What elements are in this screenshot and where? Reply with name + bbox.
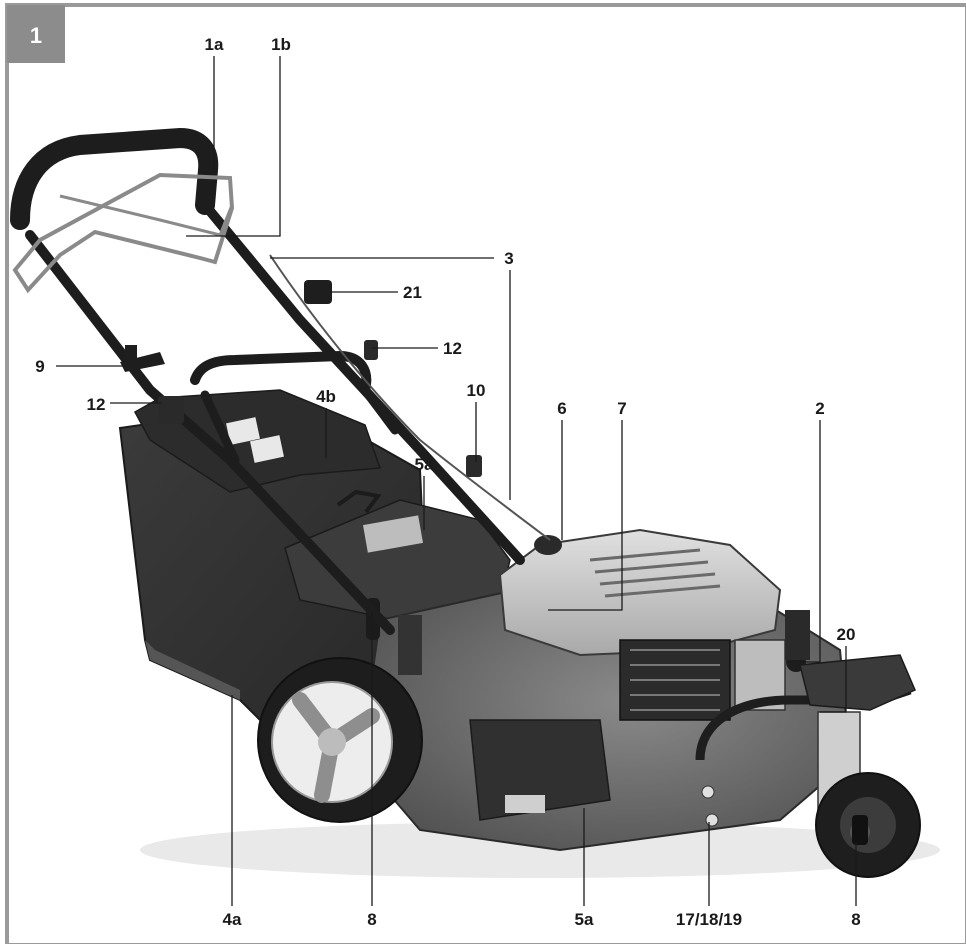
label-7: 7 [617,399,626,418]
label-20: 20 [837,625,856,644]
speed-control-21 [304,280,332,304]
handle-clamp-12-right [364,340,378,360]
label-12-right: 12 [443,339,462,358]
leader-2 [800,420,821,663]
label-4a: 4a [223,910,242,929]
figure-number-badge [7,5,65,63]
handlebar [10,127,525,635]
label-6: 6 [557,399,566,418]
figure-frame [5,3,966,944]
cable-clip-10 [466,455,482,477]
engine-brake-bail [12,172,235,294]
leader-20 [820,646,847,713]
callout-labels: 1a 1b 3 21 12 9 12 4b 10 6 7 2 5a 20 4a … [35,35,860,929]
label-21: 21 [403,283,422,302]
front-carry-handle [695,685,912,761]
leader-7 [548,420,623,611]
leader-lines [56,56,857,906]
lawnmower-illustration [10,127,940,878]
mulching-bolt [701,785,715,799]
height-adjust-lever-front [852,815,868,845]
label-3: 3 [504,249,513,268]
label-17-18-19: 17/18/19 [676,910,742,929]
label-4b: 4b [316,387,336,406]
label-5a-top: 5a [415,455,434,474]
label-10: 10 [467,381,486,400]
label-5a-bottom: 5a [575,910,594,929]
leader-1b [186,56,281,237]
label-9: 9 [35,357,44,376]
oil-cap [534,535,562,555]
label-12-left: 12 [87,395,106,414]
label-1a: 1a [205,35,224,54]
label-2: 2 [815,399,824,418]
figure-number: 1 [30,23,42,48]
label-8-left: 8 [367,910,376,929]
label-8-right: 8 [851,910,860,929]
label-1b: 1b [271,35,291,54]
handle-clamp-12-left [158,396,184,424]
